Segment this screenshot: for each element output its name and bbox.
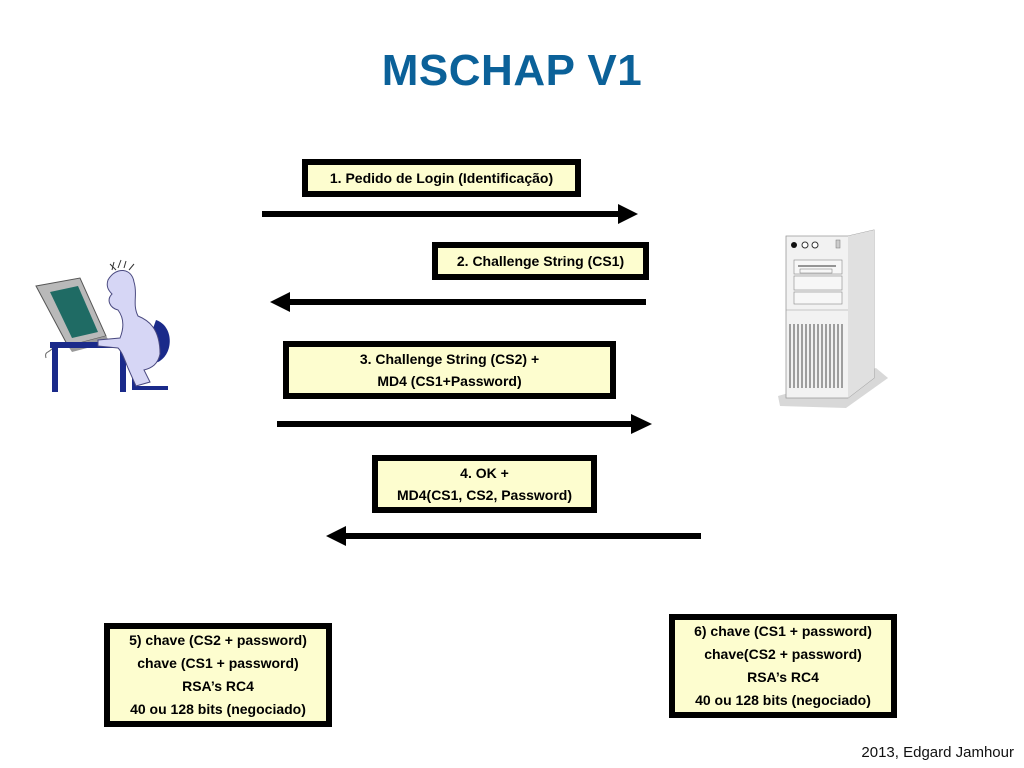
server-note-line-3: RSA’s RC4 [747, 669, 819, 685]
message-3-line-2: MD4 (CS1+Password) [377, 373, 522, 389]
message-2-line-1: 2. Challenge String (CS1) [456, 253, 625, 269]
message-3-line-1: 3. Challenge String (CS2) + [359, 351, 540, 367]
arrow-right-3 [277, 414, 652, 434]
arrow-left-4 [326, 526, 701, 546]
server-tower-icon [778, 229, 888, 408]
message-box-1: 1. Pedido de Login (Identificação) [302, 159, 581, 197]
message-box-4: 4. OK + MD4(CS1, CS2, Password) [372, 455, 597, 513]
server-note-line-2: chave(CS2 + password) [704, 646, 862, 662]
client-note-line-4: 40 ou 128 bits (negociado) [130, 701, 306, 717]
client-note-line-1: 5) chave (CS2 + password) [129, 632, 307, 648]
message-4-line-2: MD4(CS1, CS2, Password) [396, 487, 573, 503]
message-box-2: 2. Challenge String (CS1) [432, 242, 649, 280]
arrow-left-2 [270, 292, 646, 312]
server-note-line-4: 40 ou 128 bits (negociado) [695, 692, 871, 708]
footer-credit: 2013, Edgard Jamhour [861, 744, 1014, 761]
arrow-right-1 [262, 204, 638, 224]
client-note-line-2: chave (CS1 + password) [137, 655, 299, 671]
message-4-line-1: 4. OK + [460, 465, 509, 481]
user-at-computer-icon [35, 259, 170, 392]
slide-title: MSCHAP V1 [381, 46, 643, 95]
message-1-line-1: 1. Pedido de Login (Identificação) [329, 170, 554, 186]
client-key-note: 5) chave (CS2 + password) chave (CS1 + p… [104, 623, 332, 727]
server-key-note: 6) chave (CS1 + password) chave(CS2 + pa… [669, 614, 897, 718]
client-note-line-3: RSA’s RC4 [182, 678, 254, 694]
message-box-3: 3. Challenge String (CS2) + MD4 (CS1+Pas… [283, 341, 616, 399]
server-note-line-1: 6) chave (CS1 + password) [694, 623, 872, 639]
